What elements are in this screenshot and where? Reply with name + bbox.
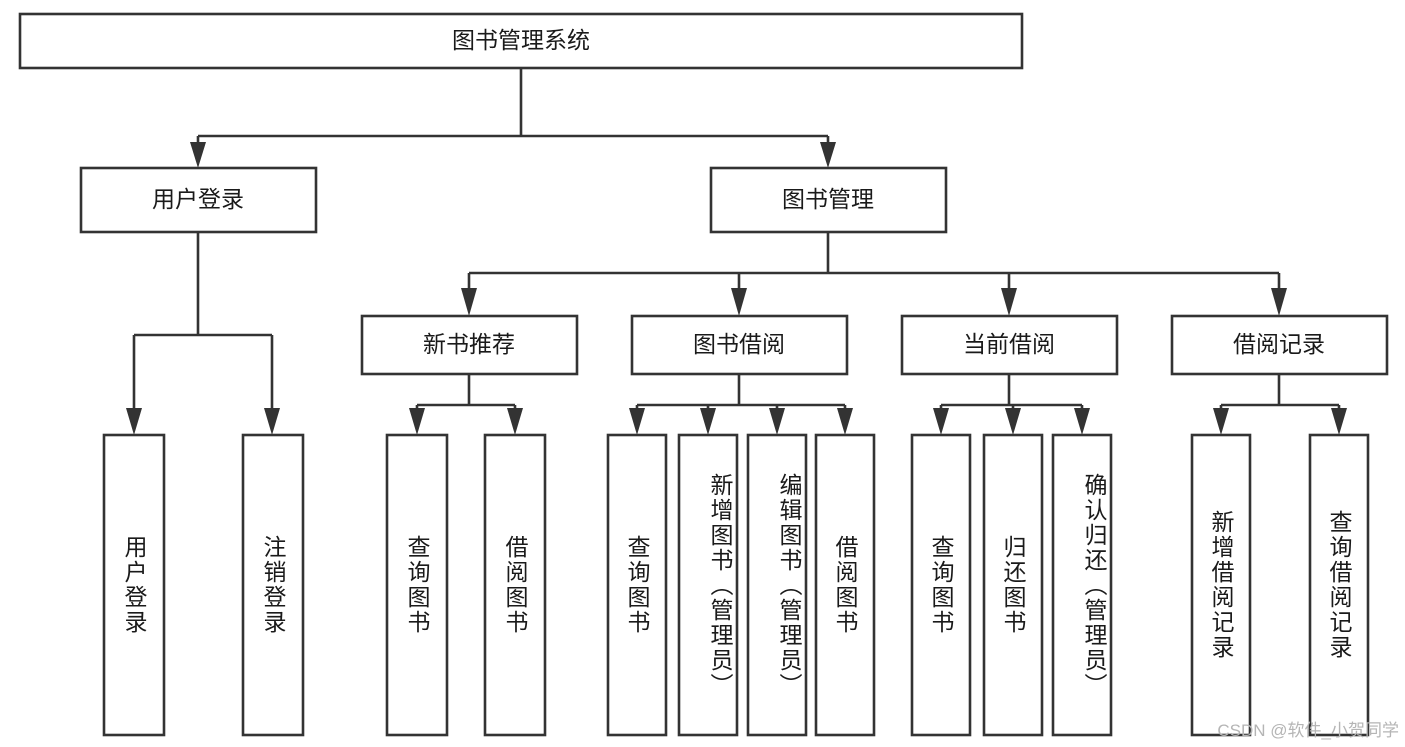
- arrow-to-book-management: [820, 142, 836, 168]
- arrow-to-leaf-query-book-current: [933, 408, 949, 435]
- node-box-new-book-recommend[interactable]: [360, 314, 579, 376]
- connector-borrow-record-bus: [1219, 374, 1341, 418]
- arrow-to-leaf-user-login: [126, 408, 142, 435]
- arrow-to-current-borrow: [1001, 288, 1017, 316]
- arrow-to-leaf-add-book-admin: [700, 408, 716, 435]
- node-label-root: 图书管理系统: [452, 27, 590, 53]
- node-box-leaf-query-borrow-record[interactable]: [1308, 433, 1370, 737]
- arrow-to-leaf-confirm-return-admin: [1074, 408, 1090, 435]
- arrow-to-user-login: [190, 142, 206, 168]
- node-box-leaf-borrow-book-recommend[interactable]: [483, 433, 547, 737]
- node-box-borrow-record[interactable]: [1170, 314, 1389, 376]
- node-box-leaf-confirm-return-admin[interactable]: [1051, 433, 1113, 737]
- arrow-to-leaf-edit-book-admin: [769, 408, 785, 435]
- node-box-leaf-user-logout[interactable]: [241, 433, 305, 737]
- arrow-to-leaf-borrow-book-recommend: [507, 408, 523, 435]
- connector-book-management-bus: [467, 232, 1281, 298]
- node-label-book-borrow: 图书借阅: [693, 331, 785, 357]
- connector-new-book-recommend-bus: [415, 374, 517, 418]
- connector-user-login-bus: [132, 232, 274, 418]
- csdn-watermark: CSDN @软件_小贺同学: [1217, 721, 1399, 740]
- node-box-leaf-query-book-borrow[interactable]: [606, 433, 668, 737]
- arrow-to-book-borrow: [731, 288, 747, 316]
- arrow-to-leaf-return-book: [1005, 408, 1021, 435]
- node-box-current-borrow[interactable]: [900, 314, 1119, 376]
- node-box-leaf-user-login[interactable]: [102, 433, 166, 737]
- node-label-book-management: 图书管理: [782, 186, 874, 212]
- arrow-to-leaf-user-logout: [264, 408, 280, 435]
- node-box-leaf-query-book-current[interactable]: [910, 433, 972, 737]
- node-box-leaf-query-book-recommend[interactable]: [385, 433, 449, 737]
- arrow-to-leaf-query-book-borrow: [629, 408, 645, 435]
- node-label-new-book-recommend: 新书推荐: [423, 331, 515, 357]
- node-label-current-borrow: 当前借阅: [963, 331, 1055, 357]
- connector-book-borrow-bus: [635, 374, 847, 418]
- node-label-user-login: 用户登录: [152, 186, 244, 212]
- node-box-leaf-return-book[interactable]: [982, 433, 1044, 737]
- connectors-layer: [126, 68, 1347, 435]
- node-label-borrow-record: 借阅记录: [1233, 331, 1325, 357]
- node-box-user-login[interactable]: [79, 166, 318, 234]
- arrow-to-leaf-borrow-book: [837, 408, 853, 435]
- nodes-layer: 图书管理系统 用户登录 图书管理 新书推荐 图书借阅 当前借阅 借阅记录: [18, 12, 1389, 737]
- node-box-book-management[interactable]: [709, 166, 948, 234]
- node-box-leaf-borrow-book[interactable]: [814, 433, 876, 737]
- arrow-to-leaf-add-borrow-record: [1213, 408, 1229, 435]
- node-box-book-borrow[interactable]: [630, 314, 849, 376]
- arrow-to-leaf-query-borrow-record: [1331, 408, 1347, 435]
- node-box-root[interactable]: [18, 12, 1024, 70]
- connector-root-to-level2: [196, 68, 830, 152]
- arrow-to-new-book-recommend: [461, 288, 477, 316]
- node-box-leaf-add-borrow-record[interactable]: [1190, 433, 1252, 737]
- node-box-leaf-add-book-admin[interactable]: [677, 433, 739, 737]
- node-box-leaf-edit-book-admin[interactable]: [746, 433, 808, 737]
- arrow-to-leaf-query-book-recommend: [409, 408, 425, 435]
- arrow-to-borrow-record: [1271, 288, 1287, 316]
